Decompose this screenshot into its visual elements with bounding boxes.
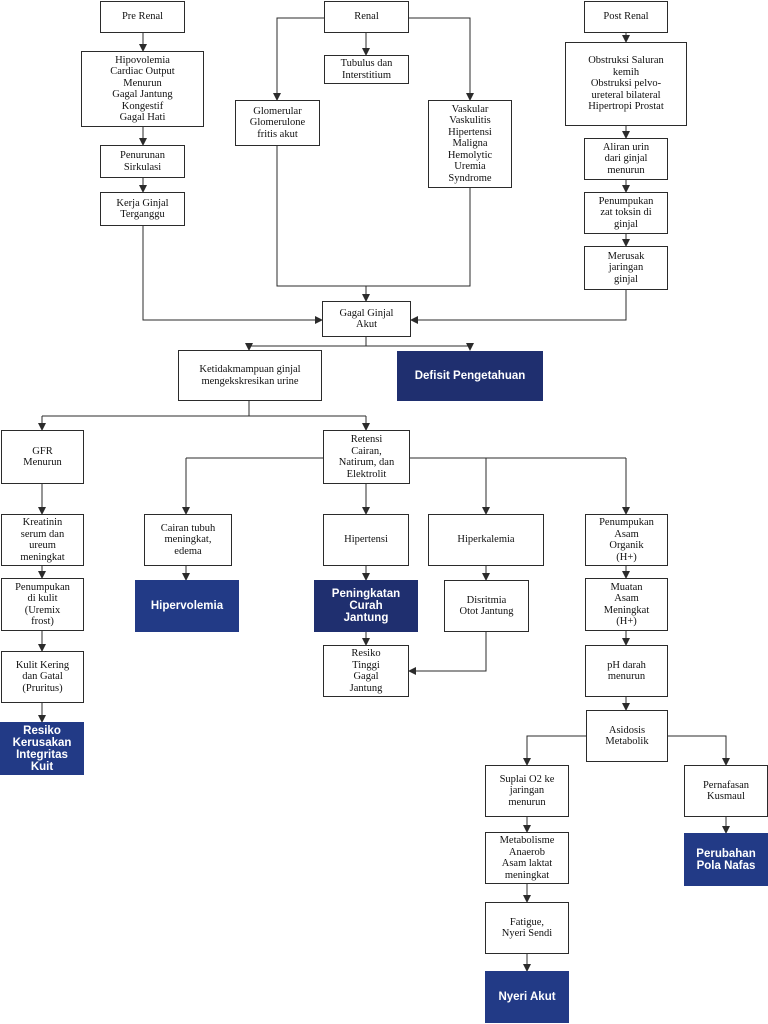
node-renal: Renal [324, 1, 409, 33]
node-penurunan-sirkulasi: Penurunan Sirkulasi [100, 145, 185, 178]
node-obstruksi: Obstruksi Saluran kemih Obstruksi pelvo-… [565, 42, 687, 126]
diagnosis-nyeri-akut: Nyeri Akut [485, 971, 569, 1023]
node-vaskular: Vaskular Vaskulitis Hipertensi Maligna H… [428, 100, 512, 188]
node-retensi: Retensi Cairan, Natirum, dan Elektrolit [323, 430, 410, 484]
node-kulit-kering: Kulit Kering dan Gatal (Pruritus) [1, 651, 84, 703]
node-ketidakmampuan: Ketidakmampuan ginjal mengekskresikan ur… [178, 350, 322, 401]
connector [276, 146, 366, 287]
connector [409, 17, 474, 101]
node-suplai-o2: Suplai O2 ke jaringan menurun [485, 765, 569, 817]
node-disritmia: Disritmia Otot Jantung [444, 580, 529, 632]
node-fatigue: Fatigue, Nyeri Sendi [485, 902, 569, 954]
node-merusak-jaringan: Merusak jaringan ginjal [584, 246, 668, 290]
node-kerja-ginjal: Kerja Ginjal Terganggu [100, 192, 185, 226]
node-cairan-tubuh: Cairan tubuh meningkat, edema [144, 514, 232, 566]
connector [410, 290, 627, 324]
diagnosis-hipervolemia: Hipervolemia [135, 580, 239, 632]
connector [366, 188, 471, 287]
node-hipertensi: Hipertensi [323, 514, 409, 566]
node-resiko-gagal-jantung: Resiko Tinggi Gagal Jantung [323, 645, 409, 697]
connector [142, 226, 323, 324]
connector [273, 17, 324, 101]
node-penumpukan-asam: Penumpukan Asam Organik (H+) [585, 514, 668, 566]
node-metabolisme: Metabolisme Anaerob Asam laktat meningka… [485, 832, 569, 884]
node-asidosis: Asidosis Metabolik [586, 710, 668, 762]
connector [408, 632, 487, 675]
node-glomerular: Glomerular Glomerulone fritis akut [235, 100, 320, 146]
node-pre-renal: Pre Renal [100, 1, 185, 33]
connector [523, 735, 586, 766]
diagnosis-defisit-pengetahuan: Defisit Pengetahuan [397, 351, 543, 401]
diagnosis-resiko-kerusakan-integritas-kulit: Resiko Kerusakan Integritas Kuit [0, 722, 84, 775]
diagnosis-peningkatan-curah-jantung: Peningkatan Curah Jantung [314, 580, 418, 632]
diagnosis-perubahan-pola-nafas: Perubahan Pola Nafas [684, 833, 768, 886]
node-kreatinin: Kreatinin serum dan ureum meningkat [1, 514, 84, 566]
node-post-renal: Post Renal [584, 1, 668, 33]
node-tubulus: Tubulus dan Interstitium [324, 55, 409, 84]
node-aliran-urin: Aliran urin dari ginjal menurun [584, 138, 668, 180]
connector [668, 735, 730, 766]
node-muatan-asam: Muatan Asam Meningkat (H+) [585, 578, 668, 631]
node-pernafasan-kusmaul: Pernafasan Kusmaul [684, 765, 768, 817]
node-hipovolemia: Hipovolemia Cardiac Output Menurun Gagal… [81, 51, 204, 127]
node-hiperkalemia: Hiperkalemia [428, 514, 544, 566]
node-gfr-menurun: GFR Menurun [1, 430, 84, 484]
node-gagal-ginjal-akut: Gagal Ginjal Akut [322, 301, 411, 337]
node-penumpukan-kulit: Penumpukan di kulit (Uremix frost) [1, 578, 84, 631]
node-penumpukan-toksin: Penumpukan zat toksin di ginjal [584, 192, 668, 234]
node-ph-darah: pH darah menurun [585, 645, 668, 697]
